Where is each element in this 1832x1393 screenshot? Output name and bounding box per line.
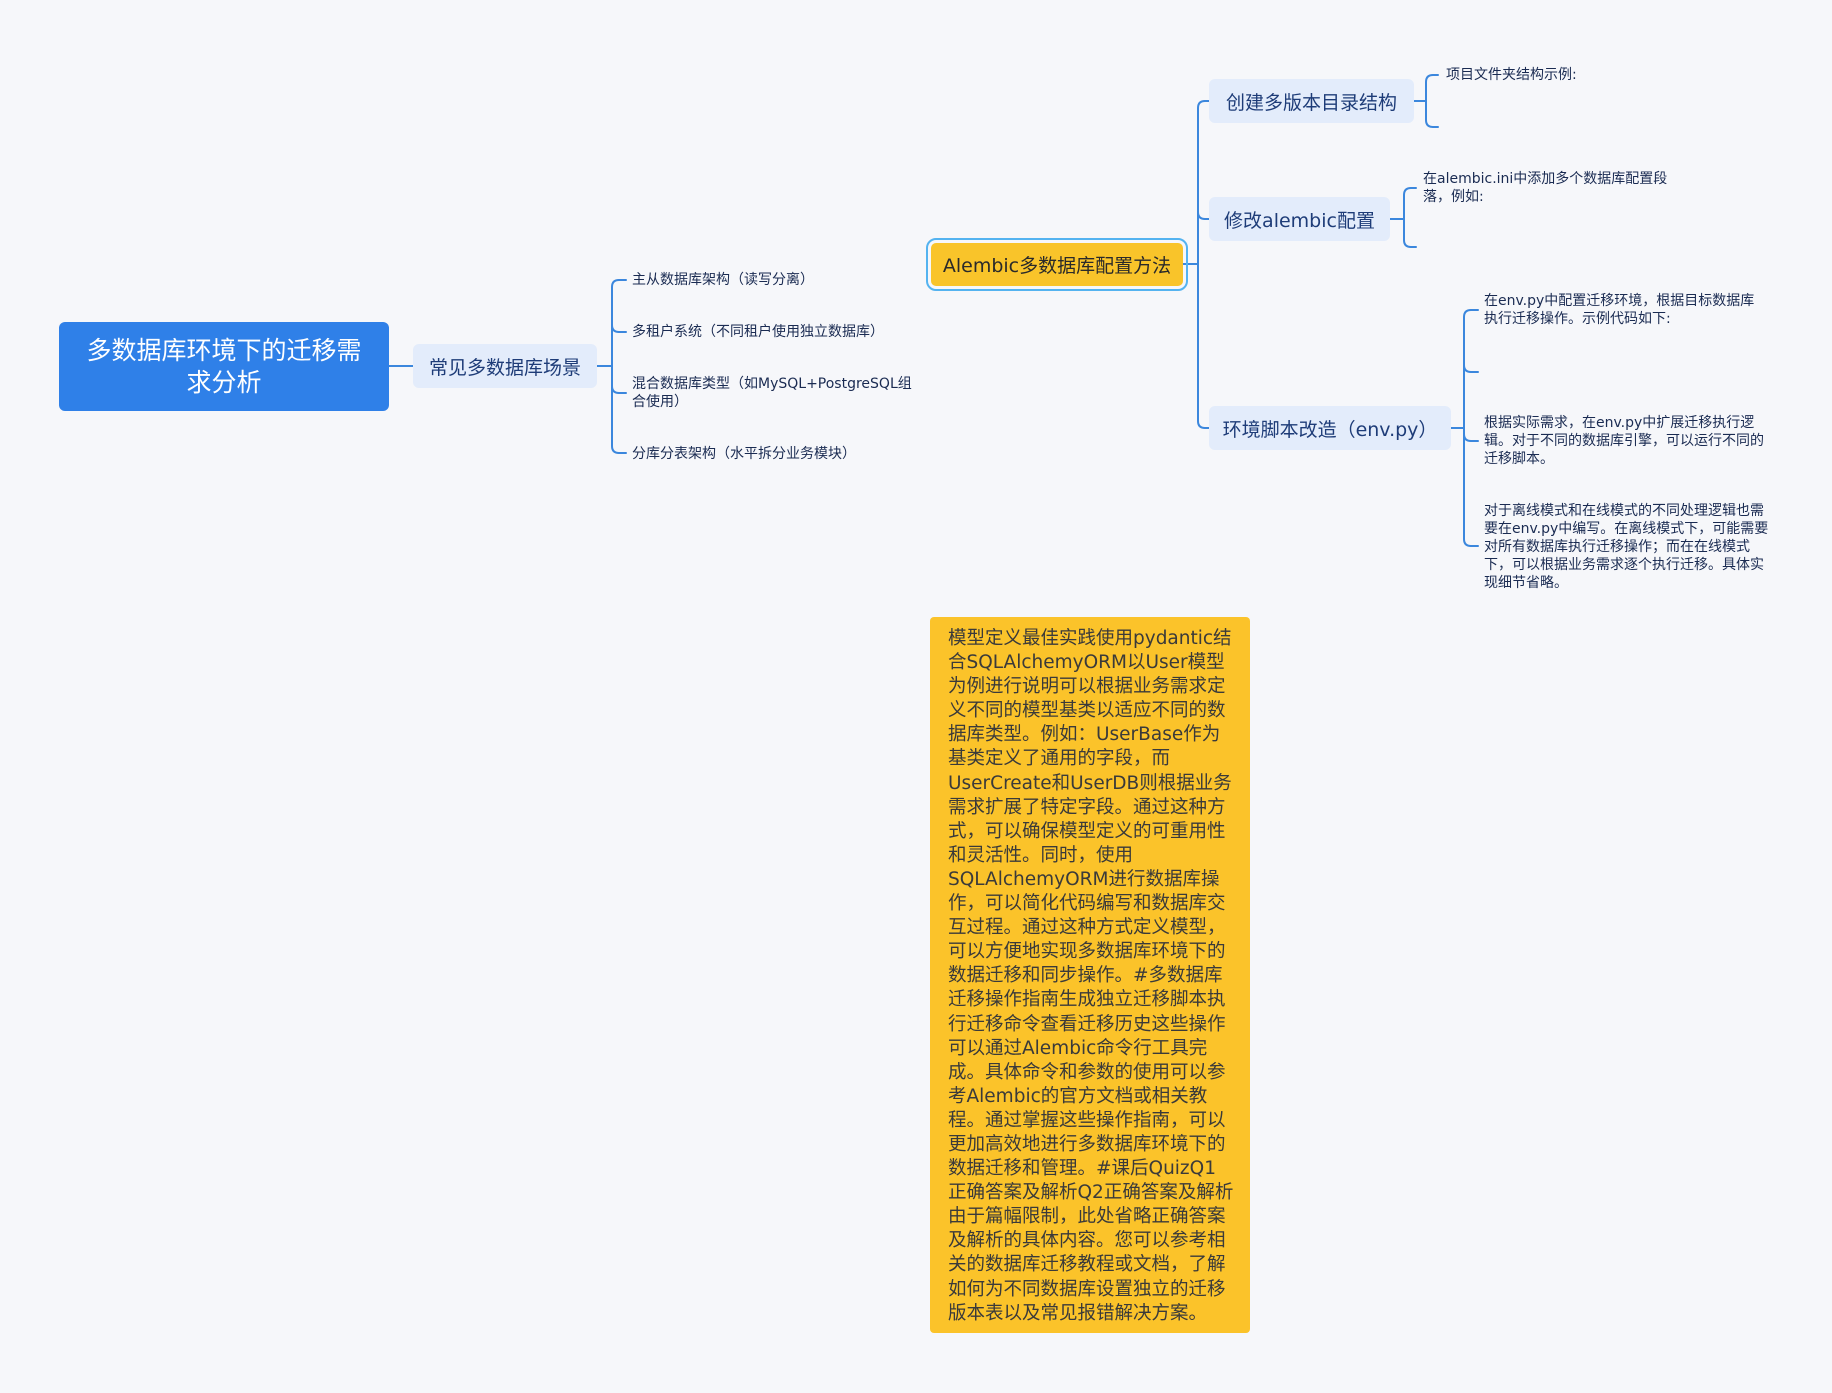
leaf-env-empty[interactable]: [1484, 364, 1684, 374]
leaf-env-extend[interactable]: 根据实际需求，在env.py中扩展迁移执行逻辑。对于不同的数据库引擎，可以运行不…: [1484, 414, 1769, 468]
topic-create-version-dirs[interactable]: 创建多版本目录结构: [1209, 79, 1414, 123]
leaf-scenario-3-text: 混合数据库类型（如MySQL+PostgreSQL组合使用）: [632, 376, 912, 410]
root-topic-label: 多数据库环境下的迁移需求分析: [86, 335, 362, 397]
leaf-scenario-1-text: 主从数据库架构（读写分离）: [632, 272, 814, 288]
topic-alembic-config-methods-label: Alembic多数据库配置方法: [942, 255, 1172, 277]
topic-alembic-config-methods[interactable]: Alembic多数据库配置方法: [926, 238, 1188, 291]
line-scenarios-tick-1: [611, 324, 620, 333]
line-alembic-spine: [1197, 100, 1206, 429]
leaf-scenario-4[interactable]: 分库分表架构（水平拆分业务模块）: [632, 445, 932, 463]
line-env-tick-2: [1463, 433, 1472, 442]
leaf-alembic-ini-sections[interactable]: 在alembic.ini中添加多个数据库配置段落，例如:: [1423, 170, 1693, 206]
topic-modify-alembic-config[interactable]: 修改alembic配置: [1209, 197, 1390, 241]
leaf-env-offline-online-text: 对于离线模式和在线模式的不同处理逻辑也需要在env.py中编写。在离线模式下，可…: [1484, 503, 1769, 591]
leaf-folder-structure-example[interactable]: 项目文件夹结构示例:: [1446, 66, 1646, 84]
topic-env-script-rework-label: 环境脚本改造（env.py）: [1222, 418, 1438, 441]
leaf-scenario-4-text: 分库分表架构（水平拆分业务模块）: [632, 446, 856, 462]
leaf-alembic-ini-sections-text: 在alembic.ini中添加多个数据库配置段落，例如:: [1423, 171, 1668, 205]
line-alembic-tick-1: [1197, 211, 1206, 220]
line-scenarios-spine: [611, 279, 620, 454]
line-config-spine: [1403, 187, 1412, 248]
leaf-env-config-text: 在env.py中配置迁移环境，根据目标数据库执行迁移操作。示例代码如下:: [1484, 293, 1755, 327]
root-topic[interactable]: 多数据库环境下的迁移需求分析: [59, 322, 389, 411]
leaf-env-offline-online[interactable]: 对于离线模式和在线模式的不同处理逻辑也需要在env.py中编写。在离线模式下，可…: [1484, 502, 1769, 592]
topic-modify-alembic-config-label: 修改alembic配置: [1224, 209, 1375, 232]
topic-env-script-rework[interactable]: 环境脚本改造（env.py）: [1209, 406, 1451, 450]
line-dirs-spine: [1425, 74, 1434, 128]
line-env-spine: [1463, 309, 1472, 547]
note-card[interactable]: 模型定义最佳实践使用pydantic结合SQLAlchemyORM以User模型…: [930, 617, 1250, 1333]
topic-common-scenarios-label: 常见多数据库场景: [428, 356, 581, 379]
leaf-folder-structure-empty[interactable]: [1446, 118, 1646, 128]
topic-common-scenarios[interactable]: 常见多数据库场景: [413, 344, 597, 388]
line-scenarios-tick-2: [611, 385, 620, 394]
leaf-folder-structure-example-text: 项目文件夹结构示例:: [1446, 67, 1577, 83]
leaf-scenario-2-text: 多租户系统（不同租户使用独立数据库）: [632, 324, 884, 340]
leaf-env-extend-text: 根据实际需求，在env.py中扩展迁移执行逻辑。对于不同的数据库引擎，可以运行不…: [1484, 415, 1764, 467]
note-card-text: 模型定义最佳实践使用pydantic结合SQLAlchemyORM以User模型…: [948, 628, 1234, 1324]
leaf-scenario-1[interactable]: 主从数据库架构（读写分离）: [632, 271, 932, 289]
leaf-alembic-ini-empty[interactable]: [1423, 238, 1623, 248]
leaf-scenario-2[interactable]: 多租户系统（不同租户使用独立数据库）: [632, 323, 932, 341]
topic-create-version-dirs-label: 创建多版本目录结构: [1225, 91, 1397, 114]
leaf-env-config[interactable]: 在env.py中配置迁移环境，根据目标数据库执行迁移操作。示例代码如下:: [1484, 292, 1764, 328]
line-env-tick-1: [1463, 364, 1472, 373]
leaf-scenario-3[interactable]: 混合数据库类型（如MySQL+PostgreSQL组合使用）: [632, 375, 922, 411]
